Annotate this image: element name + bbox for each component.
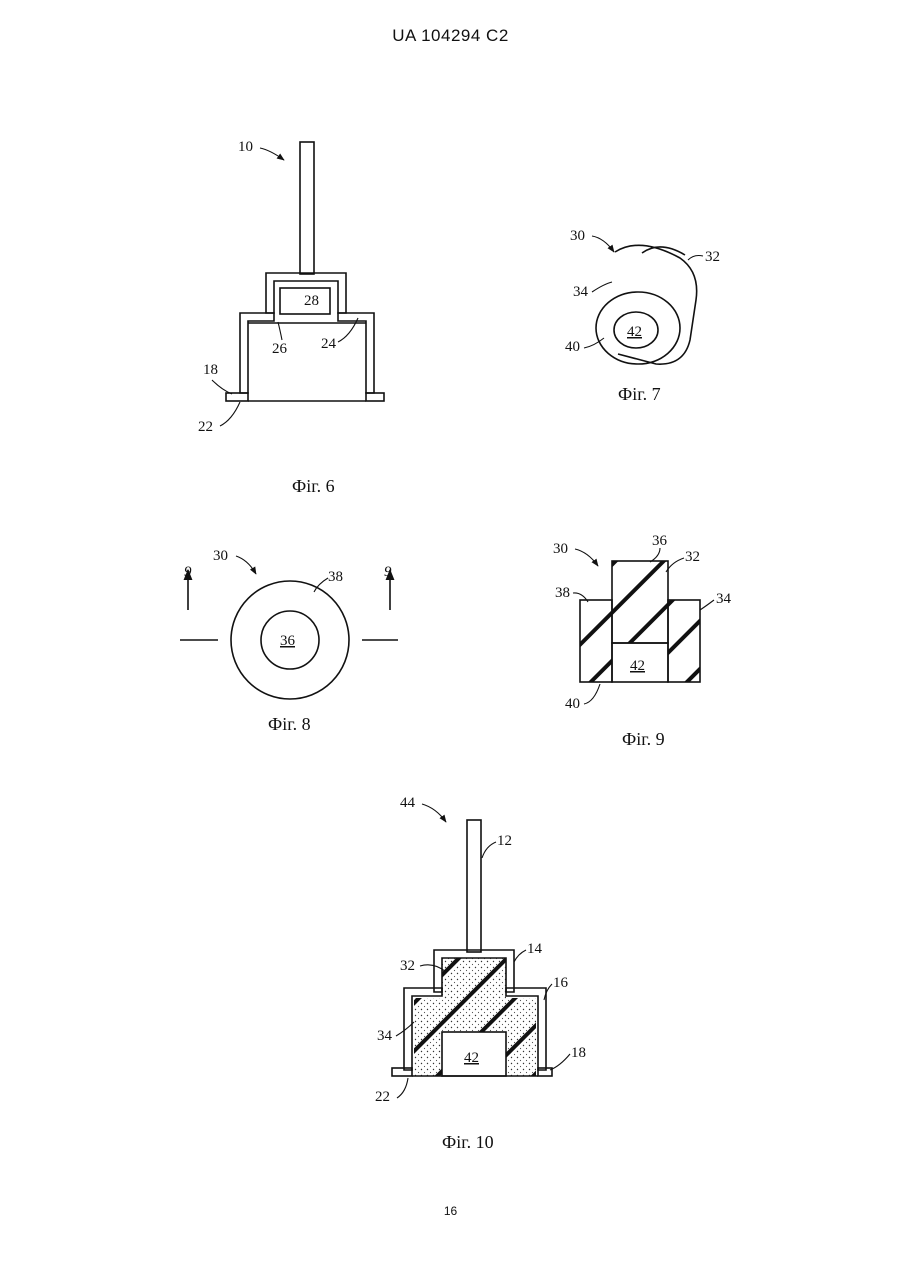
fig9-label-34: 34 xyxy=(716,591,732,607)
fig6-label-28: 28 xyxy=(304,293,319,309)
fig8-label-9b: 9 xyxy=(384,564,392,580)
figure-6: 10 28 26 24 18 22 Фіг. 6 xyxy=(198,139,384,496)
fig9-caption: Фіг. 9 xyxy=(622,729,665,749)
fig10-label-14: 14 xyxy=(527,941,543,957)
fig7-label-32: 32 xyxy=(705,249,720,265)
fig8-caption: Фіг. 8 xyxy=(268,714,311,734)
fig10-caption: Фіг. 10 xyxy=(442,1132,494,1152)
fig9-label-36: 36 xyxy=(652,533,668,549)
fig6-label-24: 24 xyxy=(321,336,337,352)
fig8-label-38: 38 xyxy=(328,569,343,585)
fig6-label-18: 18 xyxy=(203,362,218,378)
fig6-caption: Фіг. 6 xyxy=(292,476,335,496)
fig10-label-12: 12 xyxy=(497,833,512,849)
fig6-label-26: 26 xyxy=(272,341,288,357)
fig7-label-34: 34 xyxy=(573,284,589,300)
fig7-label-40: 40 xyxy=(565,339,580,355)
fig9-label-30: 30 xyxy=(553,541,568,557)
fig7-label-30: 30 xyxy=(570,228,585,244)
fig10-label-18: 18 xyxy=(571,1045,586,1061)
fig10-label-16: 16 xyxy=(553,975,569,991)
figure-7: 42 30 32 34 40 Фіг. 7 xyxy=(565,228,720,404)
figure-9: 42 30 36 32 38 34 40 Фіг. 9 xyxy=(553,533,732,749)
fig9-label-32: 32 xyxy=(685,549,700,565)
fig8-label-36: 36 xyxy=(280,633,296,649)
fig10-label-32: 32 xyxy=(400,958,415,974)
fig6-label-22: 22 xyxy=(198,419,213,435)
fig9-label-38: 38 xyxy=(555,585,570,601)
fig10-label-44: 44 xyxy=(400,795,416,811)
fig8-label-30: 30 xyxy=(213,548,228,564)
page-number: 16 xyxy=(0,1204,901,1218)
fig10-label-22: 22 xyxy=(375,1089,390,1105)
fig10-label-34: 34 xyxy=(377,1028,393,1044)
fig10-label-42: 42 xyxy=(464,1050,479,1066)
figure-10: 42 44 12 14 32 16 34 18 22 Фіг. 10 xyxy=(375,795,586,1152)
fig7-caption: Фіг. 7 xyxy=(618,384,661,404)
fig6-label-10: 10 xyxy=(238,139,253,155)
figure-8: 36 9 9 30 38 Фіг. 8 xyxy=(180,548,398,734)
fig7-label-42: 42 xyxy=(627,324,642,340)
fig8-label-9a: 9 xyxy=(184,564,192,580)
fig9-label-40: 40 xyxy=(565,696,580,712)
fig9-label-42: 42 xyxy=(630,658,645,674)
